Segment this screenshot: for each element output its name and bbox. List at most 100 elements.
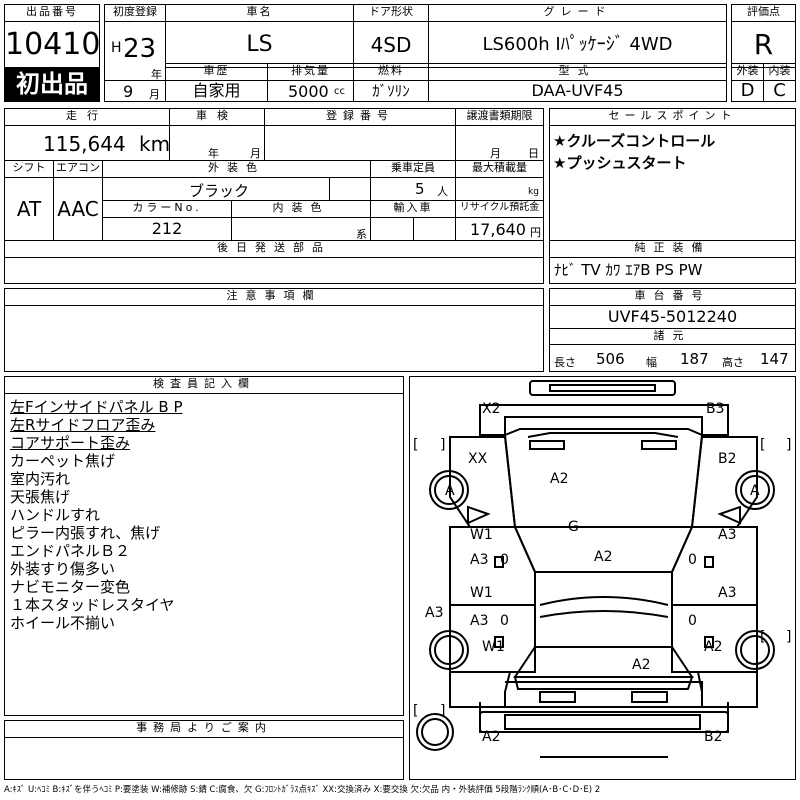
door-label: ドア形状 [353,4,429,22]
intcolor-cell: 系 [231,217,371,241]
damage-mark-zero-d: 0 [688,613,697,629]
shift-label: シフト [4,160,54,178]
sales-point: ★クルーズコントロール [553,132,716,150]
load-label: 最大積載量 [455,160,544,178]
damage-mark-a2-hood: A2 [550,471,569,487]
damage-mark-zero-c: 0 [500,613,509,629]
office-label: 事務局よりご案内 [4,720,404,738]
car-name: LS [165,21,354,68]
note-line: 室内汚れ [10,470,71,488]
bracket-left-bottom: [ [413,703,419,719]
office-block: 事務局よりご案内 [4,720,404,780]
chassis-label: 車台番号 [549,288,796,306]
exterior-grade: D [731,80,764,102]
reg-year-cell: H 23 年 [104,21,166,81]
import-label: 輸入車 [370,200,456,218]
damage-mark-a3-a: A3 [470,552,489,568]
shift-value: AT [4,177,54,241]
chassis-block: 車台番号 UVF45-5012240 諸元 長さ 506 幅 187 高さ 14… [549,288,796,372]
damage-mark-w1-a: W1 [470,527,493,543]
damage-mark-a2-roof: A2 [594,549,613,565]
bracket-left-bottom-close: ] [440,703,446,719]
grade-label: グレード [428,4,727,22]
mileage-label: 走行 [4,108,170,126]
damage-mark-a2-bottom: A2 [482,729,501,745]
length-label: 長さ [554,356,576,369]
car-outline [416,380,775,758]
legend: A:ｷｽﾞ U:ﾍｺﾐ B:ｷｽﾞを伴うﾍｺﾐ P:要塗装 W:補修跡 S:錆 … [4,785,601,795]
mileage-value: 115,644 [43,132,126,156]
model-value: DAA-UVF45 [428,80,727,102]
damage-mark-a2-trunk: A2 [632,657,651,673]
equipment-value: ﾅﾋﾞ TV ｶﾜ ｴｱB PS PW [549,257,796,284]
import-cell-b [413,217,456,241]
damage-mark-a-right: A [750,483,760,499]
inspection-label: 車検 [169,108,265,126]
bracket-right-bottom: [ [760,629,766,645]
reg-year-unit: 年 [151,68,162,81]
sales-cell: ★クルーズコントロール ★プッシュスタート [549,125,796,241]
reg-label: 初度登録 [104,4,166,22]
inspector-block: 検査員記入欄 左Fインサイドパネル B P 左Rサイドフロア歪み コアサポート歪… [4,376,404,716]
inspector-label: 検査員記入欄 [4,376,404,394]
inspection-month-unit: 月 [250,147,261,160]
first-listing-badge: 初出品 [4,67,100,102]
height-label: 高さ [722,356,744,369]
reg-year: 23 [123,34,157,64]
damage-mark-a3-d: A3 [718,585,737,601]
capacity-unit: 人 [437,185,448,198]
recycle-unit: 円 [530,226,541,239]
note-line: ホイール不揃い [10,614,116,632]
mileage-cell: 115,644 km [4,125,170,161]
note-line: ピラー内張すれ、焦げ [10,524,161,542]
capacity-cell: 5 人 [370,177,456,201]
note-line: ナビモニター変色 [10,578,131,596]
damage-mark-b2-bottom: B2 [704,729,723,745]
intcolor-label: 内装色 [231,200,371,218]
damage-mark-zero-b: 0 [688,552,697,568]
load-cell: kg [455,177,544,201]
sales-point: ★プッシュスタート [553,154,687,172]
car-diagram: [ ] [ ] [ ] [ ] X2 B3 XX B2 A A A2 G W1 … [409,376,796,780]
transfer-month-unit: 月 [490,147,501,160]
caution-block: 注意事項欄 [4,288,544,372]
lot-number: 10410 [4,21,100,68]
damage-mark-a3-b: A3 [718,527,737,543]
lot-label: 出品番号 [4,4,100,22]
bracket-right-top-close: ] [786,437,792,453]
note-line: 左Fインサイドパネル B P [10,398,183,416]
transfer-day-unit: 日 [528,147,539,160]
office-cell [4,737,404,780]
color-extra-cell [329,177,371,201]
transfer-cell: 月 日 [455,125,544,161]
damage-mark-a3-side: A3 [425,605,444,621]
damage-mark-a2-right: A2 [704,639,723,655]
length-value: 506 [596,350,625,368]
import-cell-a [370,217,414,241]
dims-cell: 長さ 506 幅 187 高さ 147 [549,344,796,372]
bracket-right-top: [ [760,437,766,453]
damage-mark-g: G [568,519,579,535]
ac-label: エアコン [53,160,103,178]
parts-label: 後日発送部品 [4,240,544,258]
reg-month: 9 [123,82,134,101]
width-value: 187 [680,350,709,368]
note-line: １本スタッドレスタイヤ [10,596,175,614]
bracket-left-top: [ [413,437,419,453]
color-label: 外装色 [102,160,371,178]
ac-value: AAC [53,177,103,241]
note-line: 左Rサイドフロア歪み [10,416,156,434]
damage-mark-a-left: A [445,483,455,499]
chassis-number: UVF45-5012240 [549,305,796,329]
intcolor-unit: 系 [356,228,367,241]
displacement-label: 排気量 [267,63,354,81]
mileage-unit: km [139,132,170,156]
sales-label: セールスポイント [549,108,796,126]
door-type: 4SD [353,21,429,68]
note-line: 外装すり傷多い [10,560,116,578]
damage-mark-a3-c: A3 [470,613,489,629]
recycle-label: リサイクル預託金 [455,200,544,218]
note-line: エンドパネルＢ２ [10,542,131,560]
note-line: カーペット焦げ [10,452,116,470]
reg-month-unit: 月 [149,88,160,101]
